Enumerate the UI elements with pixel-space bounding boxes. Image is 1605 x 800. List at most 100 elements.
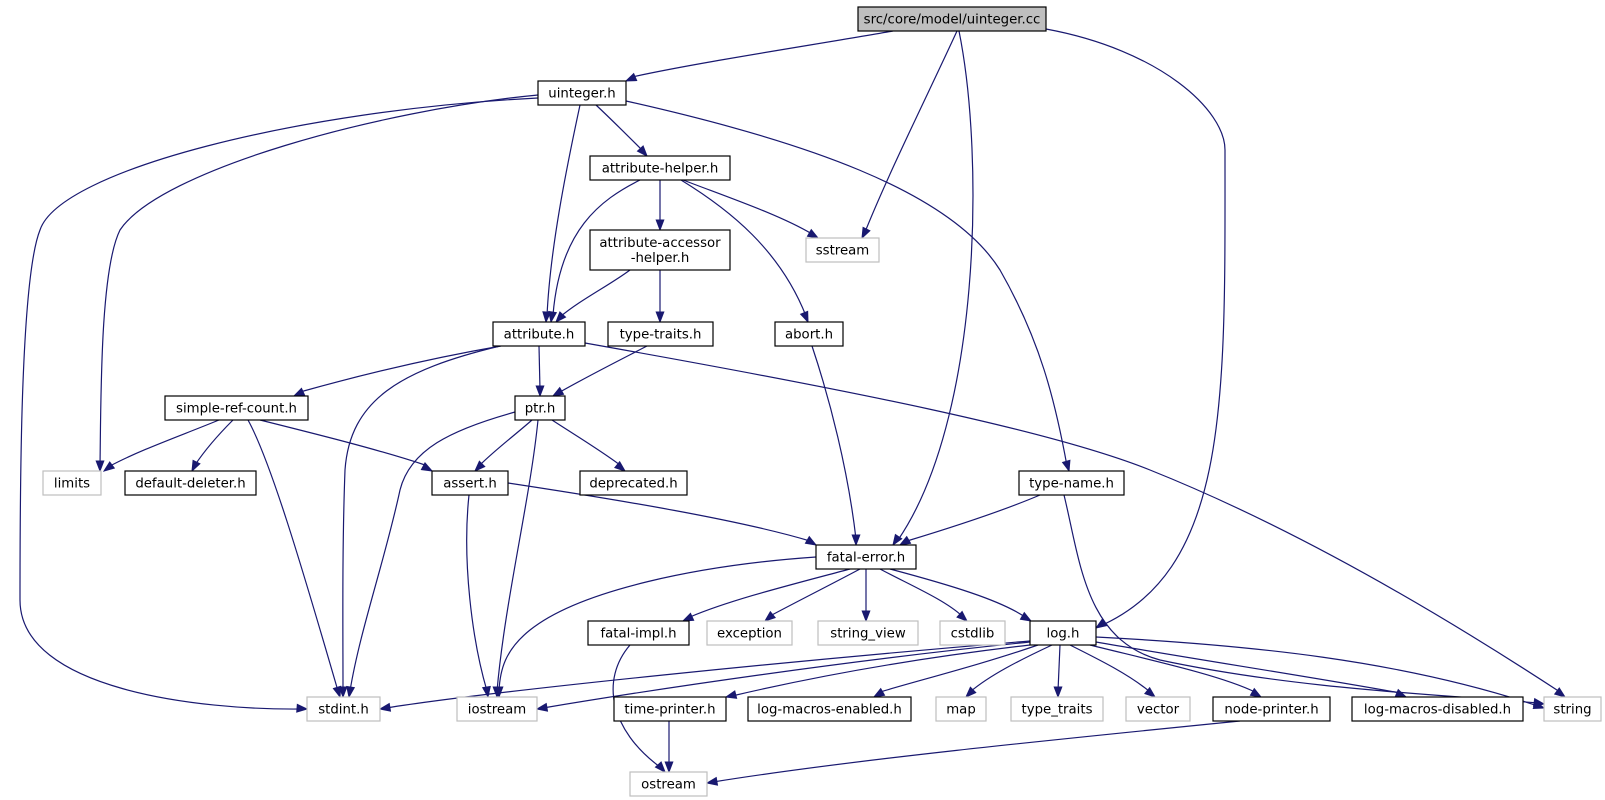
node-uinteger-cc[interactable]: src/core/model/uinteger.cc — [857, 6, 1047, 32]
node-map[interactable]: map — [935, 696, 987, 722]
node-label: string — [1553, 703, 1591, 718]
node-box — [431, 470, 509, 496]
node-label: type_traits — [1021, 703, 1092, 718]
edge-fatal-error-h-to-cstdlib — [879, 568, 969, 622]
edge-assert-h-to-iostream — [466, 494, 491, 699]
edge-line — [466, 494, 488, 692]
node-log-macros-disabled-h[interactable]: log-macros-disabled.h — [1351, 696, 1524, 722]
node-attribute-accessor-helper-h[interactable]: attribute-accessor-helper.h — [589, 229, 731, 271]
edge-line — [897, 30, 974, 541]
edge-log-h-to-node-printer-h — [1089, 644, 1263, 698]
node-limits[interactable]: limits — [42, 470, 102, 496]
node-ptr-h[interactable]: ptr.h — [514, 395, 566, 421]
node-box — [706, 620, 793, 646]
node-exception[interactable]: exception — [706, 620, 793, 646]
edge-line — [1063, 494, 1539, 704]
edge-attribute-accessor-helper-h-to-type-traits-h — [655, 270, 665, 324]
edge-arrowhead — [542, 311, 552, 324]
edge-line — [19, 97, 539, 710]
node-type_traits[interactable]: type_traits — [1010, 696, 1104, 722]
node-node-printer-h[interactable]: node-printer.h — [1212, 696, 1331, 722]
node-string_view[interactable]: string_view — [817, 620, 919, 646]
edges-layer — [19, 28, 1567, 786]
node-log-h[interactable]: log.h — [1029, 620, 1097, 646]
edge-line — [498, 556, 817, 692]
node-label: ostream — [641, 778, 696, 793]
node-sstream[interactable]: sstream — [805, 237, 880, 263]
edge-line — [1089, 644, 1256, 693]
edge-line — [551, 419, 621, 466]
node-string[interactable]: string — [1543, 696, 1602, 722]
edge-arrowhead — [481, 685, 491, 699]
node-stdint-h[interactable]: stdint.h — [306, 696, 381, 722]
node-time-printer-h[interactable]: time-printer.h — [613, 696, 727, 722]
edge-line — [496, 419, 539, 692]
node-fatal-error-h[interactable]: fatal-error.h — [815, 544, 917, 570]
edge-arrowhead — [1532, 700, 1546, 709]
node-cstdlib[interactable]: cstdlib — [939, 620, 1006, 646]
node-default-deleter-h[interactable]: default-deleter.h — [124, 470, 257, 496]
node-type-name-h[interactable]: type-name.h — [1018, 470, 1125, 496]
edge-attribute-h-to-stdint-h — [338, 345, 501, 699]
node-fatal-impl-h[interactable]: fatal-impl.h — [587, 620, 690, 646]
node-box — [164, 395, 309, 421]
edge-line — [538, 345, 541, 391]
edge-line — [385, 640, 1031, 709]
node-vector[interactable]: vector — [1125, 696, 1191, 722]
node-attribute-h[interactable]: attribute.h — [492, 321, 586, 347]
edge-line — [879, 644, 1039, 693]
node-box — [492, 321, 586, 347]
edge-line — [99, 94, 539, 467]
node-abort-h[interactable]: abort.h — [774, 321, 844, 347]
edge-line — [682, 179, 813, 235]
node-simple-ref-count-h[interactable]: simple-ref-count.h — [164, 395, 309, 421]
edge-arrowhead — [102, 461, 116, 472]
edge-arrowhead — [804, 535, 818, 546]
edge-log-h-to-type_traits — [1053, 644, 1063, 699]
edge-line — [889, 568, 1026, 618]
node-label: attribute-helper.h — [602, 162, 719, 177]
node-box — [857, 6, 1047, 32]
edge-simple-ref-count-h-to-stdint-h — [247, 419, 342, 699]
edge-line — [1095, 641, 1401, 694]
edge-uinteger-h-to-limits — [95, 94, 539, 473]
node-attribute-helper-h[interactable]: attribute-helper.h — [589, 155, 731, 181]
node-ostream[interactable]: ostream — [629, 771, 708, 797]
node-label: src/core/model/uinteger.cc — [864, 13, 1041, 28]
node-box — [607, 321, 714, 347]
node-uinteger-h[interactable]: uinteger.h — [537, 80, 627, 106]
node-assert-h[interactable]: assert.h — [431, 470, 509, 496]
edge-attribute-helper-h-to-attribute-accessor-helper-h — [655, 180, 665, 232]
node-deprecated-h[interactable]: deprecated.h — [579, 470, 688, 496]
node-log-macros-enabled-h[interactable]: log-macros-enabled.h — [747, 696, 912, 722]
edge-arrowhead — [956, 610, 969, 622]
node-iostream[interactable]: iostream — [456, 696, 538, 722]
edge-time-printer-h-to-ostream — [664, 721, 674, 774]
edge-uinteger-h-to-stdint-h — [19, 97, 539, 713]
node-box — [1212, 696, 1331, 722]
node-label: default-deleter.h — [135, 477, 245, 492]
edge-line — [349, 411, 516, 692]
edge-arrowhead — [1019, 611, 1033, 622]
edge-line — [259, 419, 426, 466]
edge-line — [769, 568, 861, 617]
edge-arrowhead — [763, 610, 776, 622]
node-label: attribute-accessor — [599, 236, 721, 251]
edge-line — [680, 179, 807, 317]
edge-attribute-h-to-ptr-h — [535, 345, 545, 398]
edge-arrowhead — [654, 761, 666, 774]
edge-uinteger-h-to-attribute-helper-h — [595, 104, 648, 158]
edge-abort-h-to-fatal-error-h — [811, 345, 861, 547]
node-type-traits-h[interactable]: type-traits.h — [607, 321, 714, 347]
node-box — [1018, 470, 1125, 496]
edge-type-name-h-to-string — [1063, 494, 1546, 707]
edge-line — [969, 644, 1053, 693]
edge-fatal-error-h-to-exception — [763, 568, 861, 622]
edge-arrowhead — [551, 386, 565, 397]
edge-attribute-h-to-string — [584, 342, 1567, 698]
edge-fatal-error-h-to-fatal-impl-h — [681, 568, 851, 622]
edge-uinteger-h-to-type-name-h — [625, 100, 1071, 473]
node-box — [124, 470, 257, 496]
edge-uinteger-cc-to-fatal-error-h — [892, 30, 974, 547]
